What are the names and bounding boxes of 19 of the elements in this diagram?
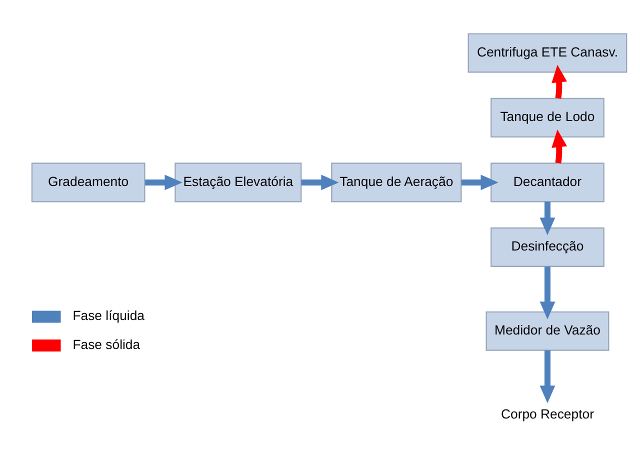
- arrow: [540, 201, 556, 235]
- legend-label: Fase líquida: [72, 308, 145, 323]
- node-box: Decantador: [490, 162, 604, 202]
- node-box: Tanque de Lodo: [490, 97, 604, 137]
- node-box: Centrifuga ETE Canasv.: [468, 32, 628, 72]
- arrow: [145, 174, 182, 190]
- arrow: [552, 64, 567, 98]
- legend-label: Fase sólida: [72, 336, 140, 352]
- node-box: Gradeamento: [31, 162, 146, 202]
- arrow: [540, 350, 556, 403]
- arrow: [301, 174, 339, 190]
- node-box: Estação Elevatória: [174, 162, 302, 202]
- node-box: Medidor de Vazão: [486, 310, 610, 350]
- arrow: [552, 129, 567, 163]
- node-box: Tanque de Aeração: [331, 162, 462, 202]
- node-box: Desinfecção: [490, 226, 604, 266]
- node-text: Corpo Receptor: [500, 406, 594, 421]
- arrow: [461, 174, 498, 190]
- arrow: [540, 266, 556, 319]
